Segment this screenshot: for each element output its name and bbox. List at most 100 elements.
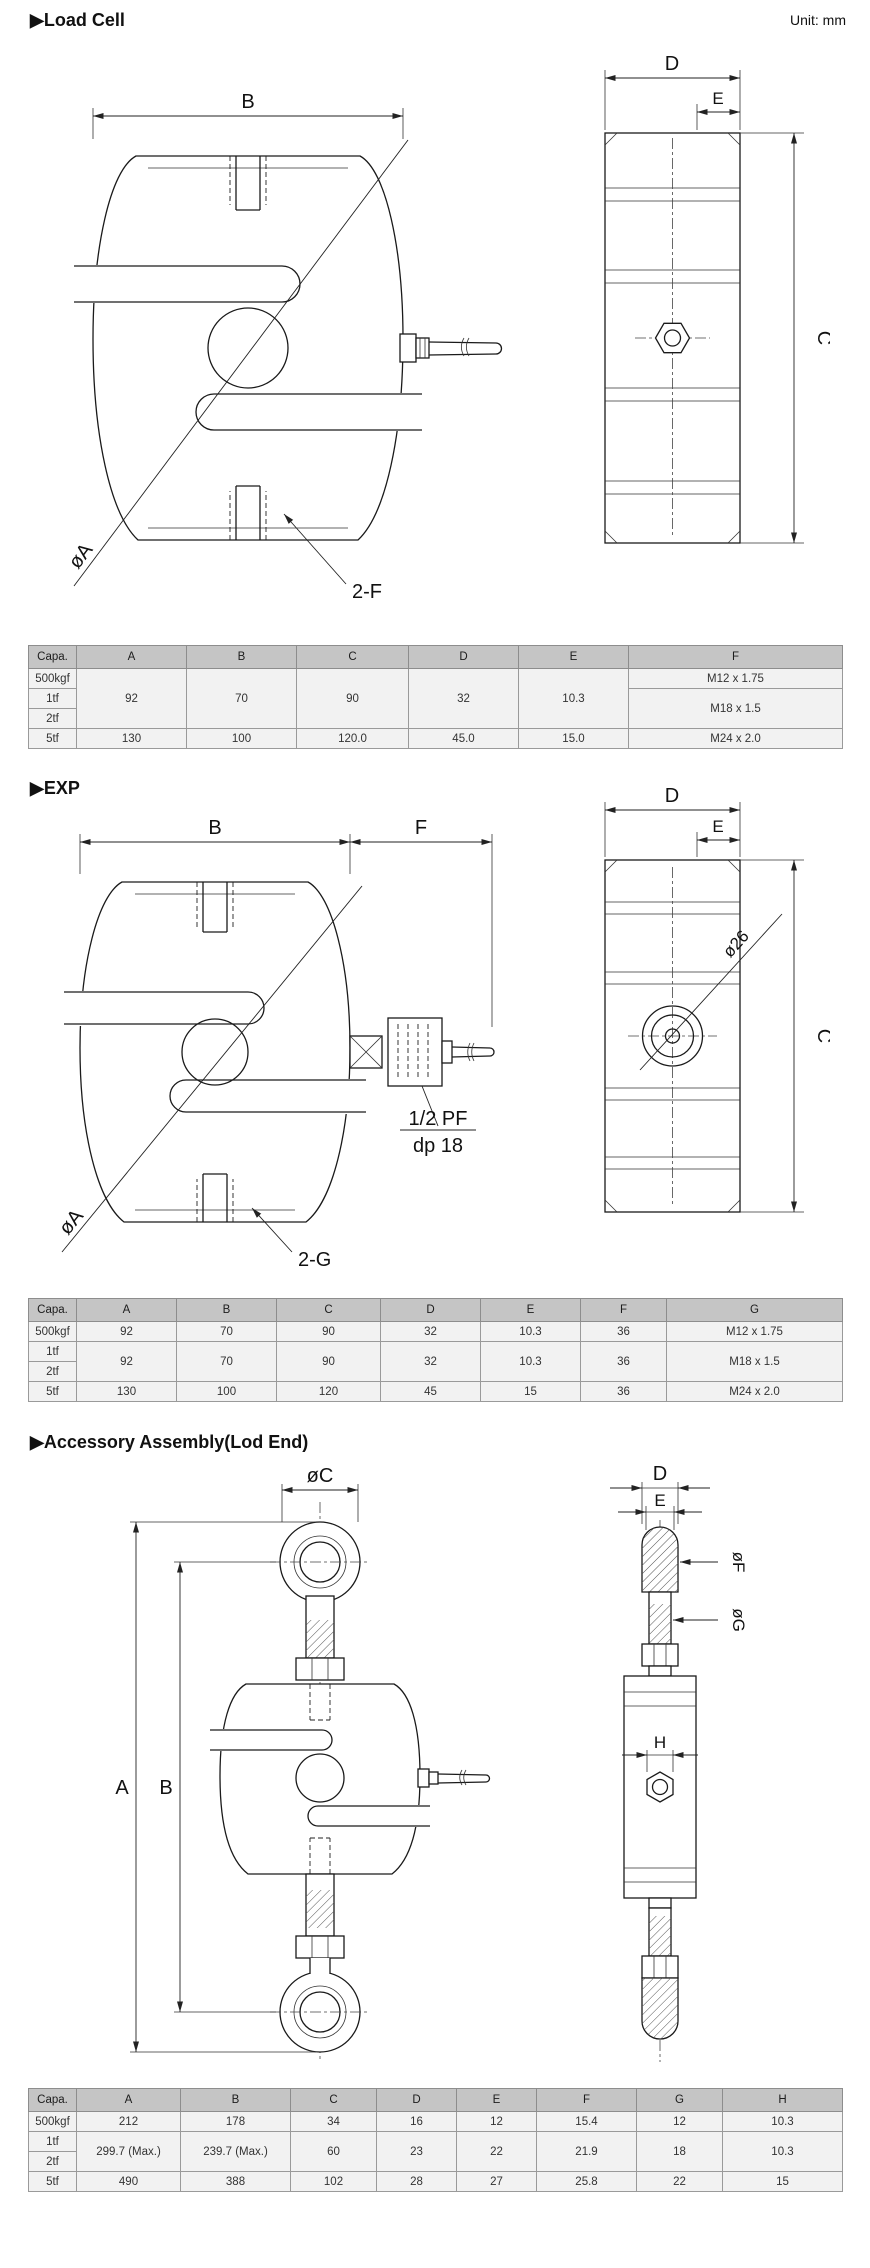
load-cell-side-drawing: D E C <box>604 53 830 544</box>
col-header: E <box>456 2088 537 2112</box>
cell: 70 <box>176 1321 277 1342</box>
leader-2g: 2-G <box>251 1207 331 1271</box>
accessory-front-drawing: øC A B <box>115 1465 491 2062</box>
cell: 32 <box>408 668 519 729</box>
table-row: 5tf 490 388 102 28 27 25.8 22 15 <box>28 2171 843 2192</box>
cell: 34 <box>290 2111 377 2132</box>
col-header: A <box>76 2088 181 2112</box>
center-hole <box>181 1018 249 1086</box>
cable <box>428 337 503 357</box>
cell: 92 <box>76 1321 177 1342</box>
port-size-label: 1/2 PF <box>409 1108 468 1130</box>
cell: 23 <box>376 2131 457 2172</box>
dimension-b: B <box>79 817 351 874</box>
cell: 18 <box>636 2131 723 2172</box>
cell: 45 <box>380 1381 481 1402</box>
cell: 36 <box>580 1321 667 1342</box>
cell: 120 <box>276 1381 381 1402</box>
exp-front-drawing: øA B F 1/2 PF dp 18 2-G <box>55 817 495 1271</box>
cell: 10.3 <box>480 1321 581 1342</box>
col-header: Capa. <box>28 1298 77 1322</box>
cell: 32 <box>380 1341 481 1382</box>
cell: 178 <box>180 2111 291 2132</box>
cell: 2tf <box>28 708 77 729</box>
top-threaded-hole <box>229 156 267 211</box>
cell: 90 <box>296 668 409 729</box>
dimension-d: D <box>604 53 741 130</box>
col-header: D <box>408 645 519 669</box>
lower-slot <box>195 393 422 431</box>
cell: 1tf <box>28 2131 77 2152</box>
accessory-table: Capa. A B C D E F G H 500kgf 212 178 34 … <box>28 2088 843 2192</box>
dimension-b: B <box>159 1561 276 2013</box>
s-body <box>92 155 404 541</box>
cable <box>417 1768 491 1788</box>
bottom-threaded-hole <box>229 485 267 540</box>
dimension-a: A <box>115 1521 316 2053</box>
col-header: F <box>536 2088 637 2112</box>
table-header-row: Capa. A B C D E F G <box>28 1298 843 1322</box>
cell: 15.4 <box>536 2111 637 2132</box>
top-rod-end <box>270 1521 370 1681</box>
accessory-side-drawing: D E øF øG H <box>610 1463 748 2062</box>
unit-label: Unit: mm <box>790 12 846 28</box>
section-title-load-cell: ▶Load Cell <box>30 10 125 30</box>
upper-slot <box>64 991 265 1026</box>
table-header-row: Capa. A B C D E F G H <box>28 2088 843 2112</box>
cell: M18 x 1.5 <box>666 1341 843 1382</box>
dimension-e: E <box>696 89 740 130</box>
cell: 10.3 <box>480 1341 581 1382</box>
dimension-b: B <box>92 91 404 139</box>
dim-e-label: E <box>712 89 723 108</box>
col-header: E <box>518 645 629 669</box>
col-header: E <box>480 1298 581 1322</box>
dim-b-label: B <box>208 817 221 839</box>
col-header: G <box>636 2088 723 2112</box>
cell: 27 <box>456 2171 537 2192</box>
cell: 299.7 (Max.) <box>76 2131 181 2172</box>
col-header: Capa. <box>28 2088 77 2112</box>
lower-slot <box>298 1805 430 1827</box>
upper-slot <box>74 265 301 303</box>
col-header: B <box>176 1298 277 1322</box>
dimension-d: D <box>604 785 741 857</box>
table-row: 1tf 299.7 (Max.) 239.7 (Max.) 60 23 22 2… <box>28 2131 843 2172</box>
cell: 2tf <box>28 2151 77 2172</box>
cell: 1tf <box>28 688 77 709</box>
cell: 32 <box>380 1321 481 1342</box>
dim-e-label: E <box>712 817 723 836</box>
cell: 5tf <box>28 2171 77 2192</box>
dimension-diameter-c: øC <box>281 1465 359 1522</box>
cell: 5tf <box>28 728 77 749</box>
cable-gland <box>399 333 430 363</box>
center-hole <box>295 1753 345 1803</box>
cable <box>451 1042 495 1062</box>
cable-entry-hex <box>654 322 691 354</box>
top-rod-end <box>641 1526 679 1667</box>
col-header: A <box>76 1298 177 1322</box>
table-row: 1tf M18 x 1.5 <box>28 688 843 729</box>
cell: 130 <box>76 1381 177 1402</box>
cell: 90 <box>276 1321 381 1342</box>
cell: 36 <box>580 1381 667 1402</box>
load-cell-front-drawing: øA B 2-F <box>64 91 503 603</box>
table-row: 2tf <box>28 1361 843 1382</box>
col-header: D <box>380 1298 481 1322</box>
bottom-rod-end <box>270 1873 370 2053</box>
cell: 15 <box>480 1381 581 1402</box>
col-header: F <box>628 645 843 669</box>
port-callout: 1/2 PF dp 18 <box>400 1085 476 1157</box>
main-body <box>623 1665 697 1899</box>
dimension-f: øF <box>680 1552 748 1572</box>
cell: 25.8 <box>536 2171 637 2192</box>
bottom-threaded-hole <box>196 1173 234 1222</box>
center-hole <box>207 307 289 389</box>
dim-f-label: F <box>415 817 427 839</box>
cell: M12 x 1.75 <box>666 1321 843 1342</box>
dim-c-label: C <box>813 331 830 345</box>
dimension-e: E <box>696 817 740 857</box>
cell: 388 <box>180 2171 291 2192</box>
col-header: B <box>186 645 297 669</box>
section-title-exp: ▶EXP <box>30 778 80 798</box>
